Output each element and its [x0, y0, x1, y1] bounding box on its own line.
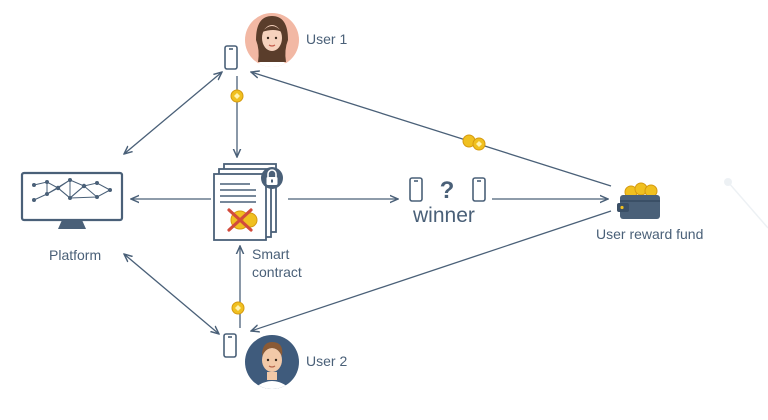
phone-icon — [472, 177, 486, 202]
avatar-male-icon — [245, 335, 299, 389]
arrows — [124, 72, 612, 334]
coin-icon — [231, 301, 245, 315]
arrow-fund-user1 — [251, 72, 612, 187]
lock-icon — [261, 167, 283, 189]
coin-icon — [462, 134, 486, 151]
arrow-platform-user1 — [124, 72, 222, 154]
reward-fund-label: User reward fund — [596, 226, 704, 242]
wallet-icon — [617, 182, 660, 219]
phone-icon — [224, 45, 238, 70]
phone-icon — [223, 333, 237, 358]
user1-label: User 1 — [306, 31, 348, 47]
arrow-fund-user2 — [251, 210, 612, 331]
question-icon: ? — [440, 177, 455, 204]
avatar-female-icon — [245, 13, 299, 67]
arrow-platform-user2 — [124, 254, 219, 334]
winner-label: winner — [413, 204, 475, 227]
smart-contract-label-line1: Smart — [252, 246, 290, 262]
user2-label: User 2 — [306, 353, 348, 369]
smart-contract-label-line2: contract — [252, 264, 302, 280]
faint-decoration — [724, 178, 768, 229]
coin-icon — [230, 89, 244, 103]
phone-icon — [409, 177, 423, 202]
monitor-icon — [20, 171, 124, 229]
platform-label: Platform — [49, 247, 102, 263]
